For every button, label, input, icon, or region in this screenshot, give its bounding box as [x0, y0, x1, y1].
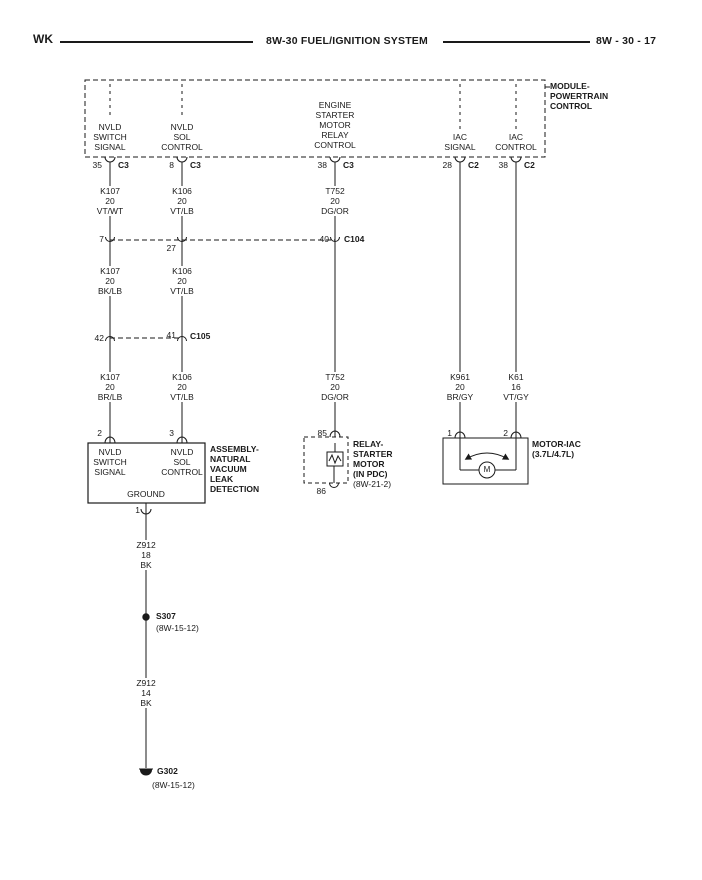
- c105-name: C105: [190, 331, 211, 341]
- motor-name: MOTOR-IAC (3.7L/4.7L): [532, 439, 581, 459]
- splice-ref: (8W-15-12): [156, 623, 199, 633]
- wire-label-k107-bklb: K107 20 BK/LB: [96, 266, 124, 296]
- wire-label-k961: K961 20 BR/GY: [445, 372, 475, 402]
- nvld-pin-2: 2: [97, 428, 102, 438]
- module-connector-symbol: [104, 156, 116, 163]
- nvld-ground-pin-1: 1: [135, 505, 140, 515]
- wire-label-z912-18: Z912 18 BK: [135, 540, 157, 570]
- relay-pin-86: 86: [316, 486, 326, 496]
- wire-label-k61: K61 16 VT/GY: [502, 372, 530, 402]
- motor-pin-2: 2: [503, 428, 508, 438]
- wire-label-k106-a: K106 20 VT/LB: [169, 186, 195, 216]
- splice-name: S307: [156, 611, 176, 621]
- module-conn-c3-1: C3: [118, 160, 129, 170]
- module-conn-c2-2: C2: [524, 160, 535, 170]
- module-pin-38c2: 38: [498, 160, 508, 170]
- c105-pin-42: 42: [94, 333, 104, 343]
- motor-direction-arrow: [464, 452, 510, 460]
- nvld-label-switch: NVLD SWITCH SIGNAL: [93, 447, 127, 477]
- c104-pin-40: 40: [319, 234, 329, 244]
- wire-label-z912-14: Z912 14 BK: [135, 678, 157, 708]
- motor-pin-1: 1: [447, 428, 452, 438]
- ground-name: G302: [157, 766, 178, 776]
- signal-label-iac-control: IAC CONTROL: [495, 132, 537, 152]
- splice-dot: [142, 613, 150, 621]
- header-page-number: 8W - 30 - 17: [596, 35, 657, 47]
- ground-ref: (8W-15-12): [152, 780, 195, 790]
- module-pin-28: 28: [442, 160, 452, 170]
- module-connector-symbol: [510, 156, 522, 163]
- relay-name: RELAY- STARTER MOTOR (IN PDC): [353, 439, 393, 479]
- header-left: WK: [33, 32, 53, 46]
- motor-circle: [478, 461, 496, 479]
- signal-label-iac-signal: IAC SIGNAL: [444, 132, 476, 152]
- relay-pin-85: 85: [317, 428, 327, 438]
- nvld-pin-3: 3: [169, 428, 174, 438]
- c104-pin-27: 27: [166, 243, 176, 253]
- relay-ref: (8W-21-2): [353, 479, 392, 489]
- module-pin-8: 8: [169, 160, 174, 170]
- wire-label-t752-a: T752 20 DG/OR: [320, 186, 350, 216]
- nvld-name: ASSEMBLY- NATURAL VACUUM LEAK DETECTION: [210, 444, 260, 494]
- ground-symbol: [139, 769, 153, 776]
- wire-label-k107-vtwt: K107 20 VT/WT: [95, 186, 125, 216]
- nvld-label-sol: NVLD SOL CONTROL: [161, 447, 203, 477]
- wire-label-k106-c: K106 20 VT/LB: [169, 372, 195, 402]
- c105-pin-41: 41: [166, 330, 176, 340]
- module-pin-38c3: 38: [317, 160, 327, 170]
- module-box: [84, 79, 546, 158]
- wire-label-k106-b: K106 20 VT/LB: [169, 266, 195, 296]
- relay-coil: [326, 451, 344, 467]
- module-connector-symbol: [176, 156, 188, 163]
- wire-label-k107-brlb: K107 20 BR/LB: [96, 372, 124, 402]
- relay-box: [303, 436, 349, 484]
- module-connector-symbol: [329, 156, 341, 163]
- module-conn-c3-2: C3: [190, 160, 201, 170]
- c104-pin-7: 7: [99, 234, 104, 244]
- module-name-label: MODULE- POWERTRAIN CONTROL: [550, 81, 609, 111]
- wire-label-t752-b: T752 20 DG/OR: [320, 372, 350, 402]
- c104-name: C104: [344, 234, 365, 244]
- page-title: 8W-30 FUEL/IGNITION SYSTEM: [266, 35, 428, 47]
- signal-label-nvld-switch: NVLD SWITCH SIGNAL: [93, 122, 127, 152]
- module-connector-symbol: [454, 156, 466, 163]
- nvld-ground-label: GROUND: [127, 489, 165, 499]
- motor-m-label: M: [483, 465, 491, 474]
- motor-box: [442, 437, 529, 485]
- module-pin-35: 35: [92, 160, 102, 170]
- signal-label-starter-relay: ENGINE STARTER MOTOR RELAY CONTROL: [314, 100, 356, 150]
- signal-label-nvld-sol: NVLD SOL CONTROL: [161, 122, 203, 152]
- module-conn-c2-1: C2: [468, 160, 479, 170]
- module-conn-c3-3: C3: [343, 160, 354, 170]
